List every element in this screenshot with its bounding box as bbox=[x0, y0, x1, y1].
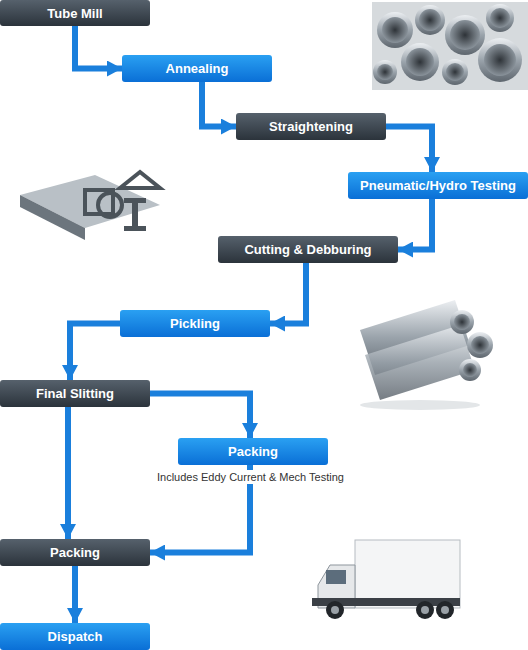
process-box: Packing bbox=[0, 539, 150, 566]
note-text: Includes Eddy Current & Mech Testing bbox=[155, 470, 346, 484]
step-label: Cutting & Debburing bbox=[244, 242, 371, 257]
pipe-stack-right bbox=[360, 300, 493, 410]
process-box: Straightening bbox=[236, 113, 386, 140]
flow-arrow bbox=[75, 26, 122, 69]
step-label: Straightening bbox=[269, 119, 353, 134]
step-label: Packing bbox=[50, 545, 100, 560]
step-label: Packing bbox=[228, 444, 278, 459]
delivery-truck bbox=[312, 540, 460, 619]
process-box: Tube Mill bbox=[0, 0, 150, 26]
step-label: Dispatch bbox=[48, 629, 103, 644]
flow-arrow bbox=[398, 199, 432, 250]
step-label: Annealing bbox=[166, 61, 229, 76]
flow-arrow bbox=[65, 407, 71, 539]
pipe-bundle-top bbox=[372, 2, 528, 90]
flow-arrow bbox=[202, 82, 236, 127]
process-box: Pneumatic/Hydro Testing bbox=[348, 172, 528, 199]
flow-arrow bbox=[70, 324, 120, 381]
process-box: Pickling bbox=[120, 310, 270, 337]
step-label: Pneumatic/Hydro Testing bbox=[360, 178, 516, 193]
flow-arrow bbox=[72, 566, 78, 623]
flow-arrow bbox=[150, 394, 250, 439]
flow-arrow bbox=[386, 127, 432, 173]
step-label: Final Slitting bbox=[36, 386, 114, 401]
process-box: Packing bbox=[178, 438, 328, 465]
process-box: Cutting & Debburing bbox=[218, 236, 398, 263]
process-box: Annealing bbox=[122, 55, 272, 82]
step-label: Pickling bbox=[170, 316, 220, 331]
flow-arrow bbox=[270, 263, 306, 324]
process-box: Final Slitting bbox=[0, 380, 150, 407]
step-label: Tube Mill bbox=[47, 6, 102, 21]
steel-profiles bbox=[20, 172, 160, 240]
process-box: Dispatch bbox=[0, 623, 150, 650]
